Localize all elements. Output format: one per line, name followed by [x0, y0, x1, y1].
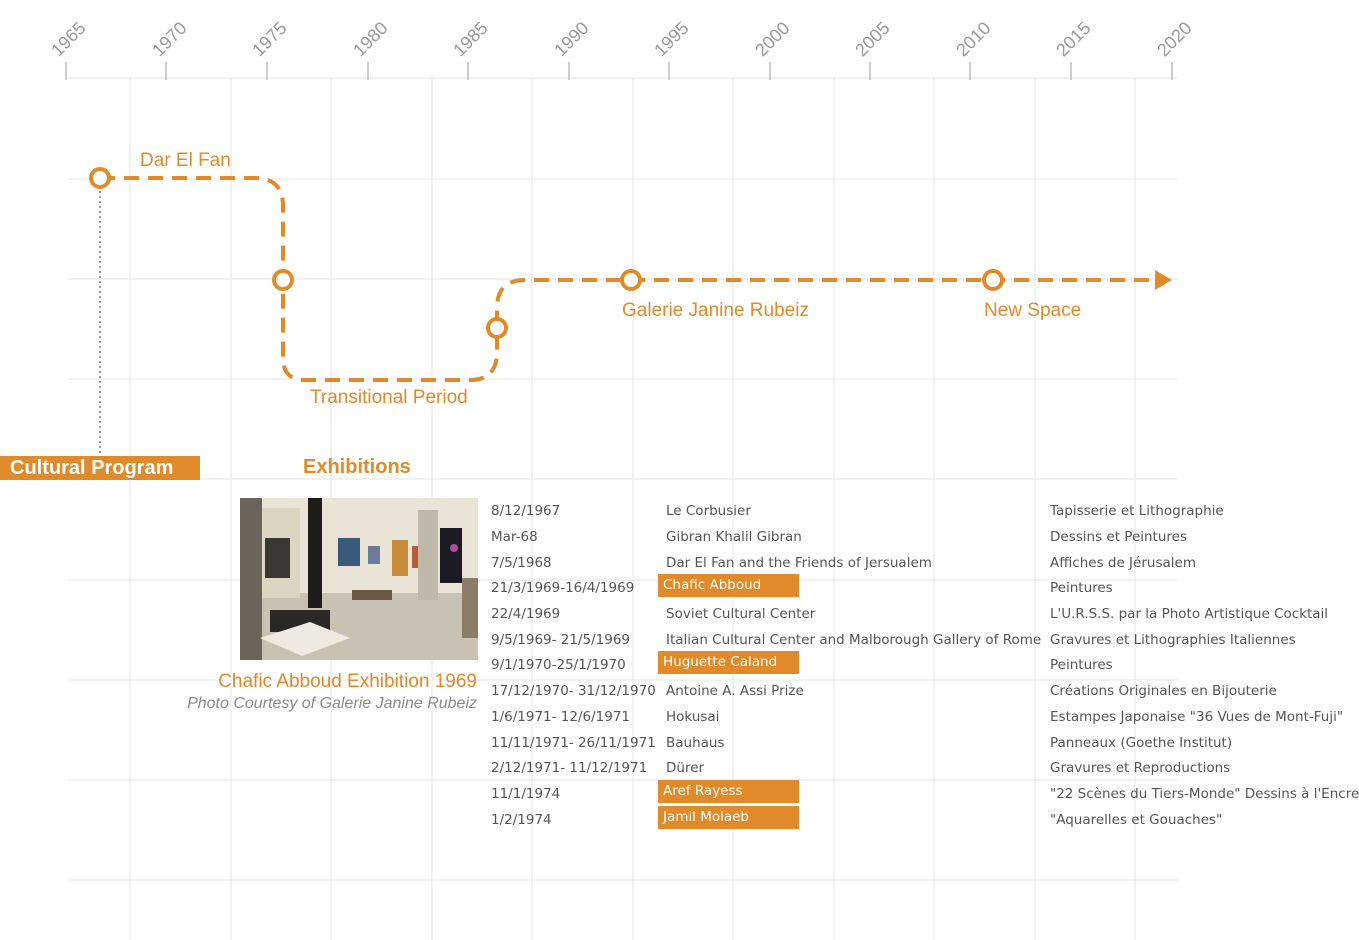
exhibition-date: 2/12/1971- 11/12/1971	[491, 760, 648, 776]
phase-label-transitional-period: Transitional Period	[310, 387, 468, 408]
exhibition-title: Créations Originales en Bijouterie	[1050, 683, 1277, 699]
phase-label-dar-el-fan: Dar El Fan	[140, 150, 231, 171]
exhibition-title: Peintures	[1050, 657, 1113, 673]
photo-credit: Photo Courtesy of Galerie Janine Rubeiz	[187, 695, 477, 712]
exhibition-date: 9/5/1969- 21/5/1969	[491, 632, 631, 648]
exhibition-artist: Le Corbusier	[666, 503, 751, 519]
exhibition-title: Dessins et Peintures	[1050, 529, 1188, 545]
exhibition-date: 17/12/1970- 31/12/1970	[491, 683, 656, 699]
highlighted-artist: Aref Rayess	[658, 780, 799, 803]
timeline-node	[89, 167, 111, 189]
timeline-node	[982, 269, 1004, 291]
exhibition-date: 8/12/1967	[491, 503, 561, 519]
exhibition-date: 22/4/1969	[491, 606, 561, 622]
cultural-program-heading: Cultural Program	[0, 456, 200, 480]
exhibition-title: Gravures et Lithographies Italiennes	[1050, 632, 1296, 648]
exhibition-title: Tapisserie et Lithographie	[1050, 503, 1224, 519]
phase-label-galerie-janine-rubeiz: Galerie Janine Rubeiz	[622, 300, 809, 321]
exhibition-date: 9/1/1970-25/1/1970	[491, 657, 626, 673]
timeline-node	[486, 317, 508, 339]
exhibitions-heading: Exhibitions	[303, 456, 411, 478]
exhibition-date: 11/1/1974	[491, 786, 561, 802]
exhibition-date: 21/3/1969-16/4/1969	[491, 580, 635, 596]
highlighted-artist: Chafic Abboud	[658, 574, 799, 597]
exhibition-title: Estampes Japonaise "36 Vues de Mont-Fuji…	[1050, 709, 1344, 725]
exhibition-date: 11/11/1971- 26/11/1971	[491, 735, 656, 751]
exhibition-title: Affiches de Jérusalem	[1050, 555, 1196, 571]
exhibition-artist: Gibran Khalil Gibran	[666, 529, 802, 545]
exhibition-artist: Dar El Fan and the Friends of Jersualem	[666, 555, 932, 571]
exhibition-date: 7/5/1968	[491, 555, 552, 571]
highlighted-artist: Huguette Caland	[658, 651, 799, 674]
photo-caption: Chafic Abboud Exhibition 1969	[218, 671, 477, 692]
timeline-node	[620, 269, 642, 291]
exhibition-photo	[240, 498, 478, 660]
highlighted-artist: Jamil Molaeb	[658, 806, 799, 829]
exhibition-title: Peintures	[1050, 580, 1113, 596]
exhibition-artist: Antoine A. Assi Prize	[666, 683, 804, 699]
exhibition-title: L'U.R.S.S. par la Photo Artistique Cockt…	[1050, 606, 1329, 622]
exhibition-date: Mar-68	[491, 529, 538, 545]
exhibition-title: "Aquarelles et Gouaches"	[1050, 812, 1223, 828]
exhibition-title: "22 Scènes du Tiers-Monde" Dessins à l'E…	[1050, 786, 1359, 802]
exhibition-title: Panneaux (Goethe Institut)	[1050, 735, 1233, 751]
exhibition-date: 1/6/1971- 12/6/1971	[491, 709, 631, 725]
exhibition-date: 1/2/1974	[491, 812, 552, 828]
phase-label-new-space: New Space	[984, 300, 1082, 321]
exhibition-artist: Hokusai	[666, 709, 720, 725]
timeline-node	[272, 269, 294, 291]
exhibition-artist: Soviet Cultural Center	[666, 606, 816, 622]
exhibition-artist: Italian Cultural Center and Malborough G…	[666, 632, 1042, 648]
exhibition-title: Gravures et Reproductions	[1050, 760, 1231, 776]
exhibition-artist: Dürer	[666, 760, 705, 776]
exhibition-artist: Bauhaus	[666, 735, 725, 751]
